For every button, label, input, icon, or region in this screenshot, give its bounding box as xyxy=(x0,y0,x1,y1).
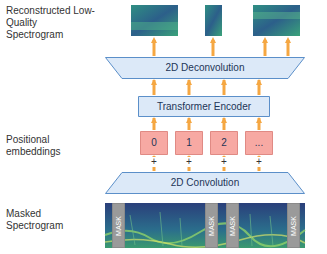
mask-label: MASK xyxy=(229,216,237,236)
flow-arrow xyxy=(223,118,226,130)
mask-label: MASK xyxy=(208,216,216,236)
plus-sign: + xyxy=(185,157,193,167)
side-label: Masked Spectrogram xyxy=(6,208,78,232)
embedding-box: 0 xyxy=(140,131,168,155)
node-label: ... xyxy=(255,137,263,149)
flow-arrow xyxy=(188,118,191,130)
side-label: Positional embeddings xyxy=(6,134,78,158)
plus-sign: + xyxy=(150,157,158,167)
flow-arrow xyxy=(223,80,226,95)
side-label: Reconstructed Low-Quality Spectrogram xyxy=(6,5,96,41)
flow-arrow xyxy=(258,80,261,95)
mask-label: MASK xyxy=(115,216,123,236)
node-label: Transformer Encoder xyxy=(157,101,251,113)
node-label: 1 xyxy=(186,137,192,149)
plus-sign: + xyxy=(255,157,263,167)
embedding-box: 1 xyxy=(175,131,203,155)
flow-arrow xyxy=(153,80,156,95)
node-label: 2D Deconvolution xyxy=(166,62,245,74)
node-label: 2D Convolution xyxy=(171,177,239,189)
flow-arrow xyxy=(258,118,261,130)
mask-strip: MASK xyxy=(287,203,300,248)
convolution-layer: 2D Convolution xyxy=(105,172,305,194)
mask-strip: MASK xyxy=(226,203,239,248)
mask-label: MASK xyxy=(290,216,298,236)
embedding-box: 2 xyxy=(210,131,238,155)
deconvolution-layer: 2D Deconvolution xyxy=(105,57,305,79)
node-label: 0 xyxy=(151,137,157,149)
embedding-box: ... xyxy=(245,131,273,155)
transformer-box: Transformer Encoder xyxy=(138,96,270,117)
plus-sign: + xyxy=(220,157,228,167)
flow-arrow xyxy=(153,118,156,130)
mask-strip: MASK xyxy=(112,203,125,248)
flow-arrow xyxy=(188,80,191,95)
mask-strip: MASK xyxy=(205,203,218,248)
node-label: 2 xyxy=(221,137,227,149)
